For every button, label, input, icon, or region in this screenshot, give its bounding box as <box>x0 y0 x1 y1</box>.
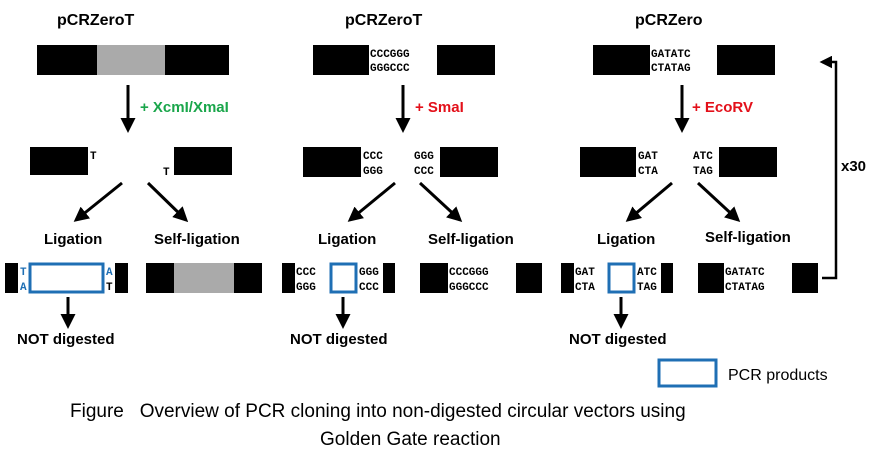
pcr-product-box <box>28 262 105 294</box>
cycle-count-label: x30 <box>841 158 866 175</box>
self-ligation-product <box>146 263 262 293</box>
svg-text:T: T <box>106 282 113 294</box>
cut-fragments: T T <box>30 147 232 179</box>
ligation-product: CCC GGG GGG CCC <box>282 262 395 294</box>
svg-text:GGGCCC: GGGCCC <box>449 282 489 294</box>
vector-pcrzerot <box>37 45 229 75</box>
result-label: NOT digested <box>17 331 115 348</box>
ligation-product: T A A T <box>5 262 128 294</box>
repeat-loop-arrow <box>819 55 838 280</box>
panel-title: pCRZeroT <box>57 12 135 29</box>
legend-pcr-box <box>657 358 718 388</box>
vector-pcrzero: GATATC CTATAG <box>593 45 775 75</box>
svg-text:CTATAG: CTATAG <box>651 63 691 75</box>
svg-text:GGG: GGG <box>359 267 379 279</box>
ligation-arrow <box>73 181 123 222</box>
svg-text:CTA: CTA <box>638 166 658 178</box>
self-ligation-label: Self-ligation <box>428 231 514 248</box>
legend-label: PCR products <box>728 367 828 384</box>
figure-caption-line2: Golden Gate reaction <box>320 429 501 450</box>
svg-text:TAG: TAG <box>693 166 713 178</box>
cut-fragments: GAT CTA ATC TAG <box>580 147 777 178</box>
svg-text:GGG: GGG <box>363 166 383 178</box>
figure-caption-line1: Figure Overview of PCR cloning into non-… <box>70 401 686 422</box>
svg-text:T: T <box>20 267 27 279</box>
svg-text:GAT: GAT <box>575 267 595 279</box>
panel-title: pCRZero <box>635 12 703 29</box>
self-ligation-label: Self-ligation <box>154 231 240 248</box>
ligation-arrow <box>625 181 673 222</box>
svg-text:CCC: CCC <box>363 151 383 163</box>
panel-smai: pCRZeroT CCCGGG GGGCCC + SmaI CCC GGG GG… <box>282 12 542 348</box>
svg-text:T: T <box>90 151 97 163</box>
legend: PCR products <box>657 358 828 388</box>
svg-text:CTATAG: CTATAG <box>725 282 765 294</box>
self-ligation-arrow <box>418 181 463 223</box>
svg-text:GATATC: GATATC <box>725 267 765 279</box>
svg-text:A: A <box>106 267 113 279</box>
ligation-label: Ligation <box>597 231 655 248</box>
svg-text:GGGCCC: GGGCCC <box>370 63 410 75</box>
svg-text:CCC: CCC <box>359 282 379 294</box>
svg-text:ATC: ATC <box>693 151 713 163</box>
enzyme-label: + SmaI <box>415 99 464 116</box>
svg-text:GATATC: GATATC <box>651 49 691 61</box>
ligation-label: Ligation <box>318 231 376 248</box>
svg-text:CCCGGG: CCCGGG <box>449 267 489 279</box>
ligation-label: Ligation <box>44 231 102 248</box>
cut-fragments: CCC GGG GGG CCC <box>303 147 498 178</box>
panel-title: pCRZeroT <box>345 12 423 29</box>
ligation-product: GAT CTA ATC TAG <box>561 262 673 294</box>
svg-text:T: T <box>163 167 170 179</box>
pcr-product-box <box>607 262 636 294</box>
vector-pcrzerot-smai: CCCGGG GGGCCC <box>313 45 495 75</box>
svg-text:CCCGGG: CCCGGG <box>370 49 410 61</box>
panel-xcmi: pCRZeroT + XcmI/XmaI T T Ligation Self-l… <box>5 12 262 348</box>
svg-text:CCC: CCC <box>414 166 434 178</box>
self-ligation-product: CCCGGG GGGCCC <box>420 263 542 294</box>
self-ligation-product: GATATC CTATAG <box>698 263 818 294</box>
svg-text:ATC: ATC <box>637 267 657 279</box>
svg-text:GGG: GGG <box>414 151 434 163</box>
result-label: NOT digested <box>569 331 667 348</box>
panel-ecorv: pCRZero GATATC CTATAG + EcoRV GAT CTA AT… <box>561 12 866 348</box>
enzyme-label: + XcmI/XmaI <box>140 99 229 116</box>
ligation-arrow <box>347 181 396 222</box>
svg-text:GGG: GGG <box>296 282 316 294</box>
svg-text:TAG: TAG <box>637 282 657 294</box>
result-label: NOT digested <box>290 331 388 348</box>
svg-text:CTA: CTA <box>575 282 595 294</box>
svg-text:A: A <box>20 282 27 294</box>
svg-text:CCC: CCC <box>296 267 316 279</box>
self-ligation-arrow <box>146 181 189 223</box>
pcr-product-box <box>329 262 358 294</box>
enzyme-label: + EcoRV <box>692 99 753 116</box>
svg-text:GAT: GAT <box>638 151 658 163</box>
self-ligation-label: Self-ligation <box>705 229 791 246</box>
self-ligation-arrow <box>696 181 741 223</box>
